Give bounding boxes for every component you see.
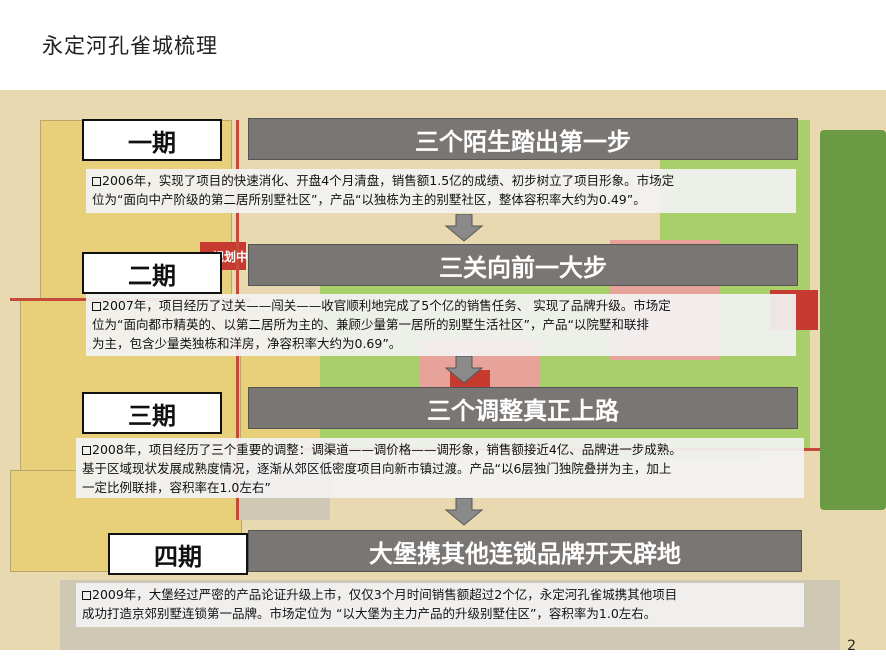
square-bullet-icon bbox=[92, 177, 101, 186]
square-bullet-icon bbox=[82, 446, 91, 455]
desc-line: 2007年，项目经历了过关——闯关——收官顺利地完成了5个亿的销售任务、 实现了… bbox=[102, 298, 671, 313]
phase-2-banner: 三关向前一大步 bbox=[248, 244, 798, 286]
slide-title: 永定河孔雀城梳理 bbox=[42, 34, 218, 58]
phase-3-description: 2008年，项目经历了三个重要的调整：调渠道——调价格——调形象，销售额接近4亿… bbox=[76, 438, 804, 498]
desc-line: 位为“面向都市精英的、以第二居所为主的、兼顾少量第一居所的别墅生活社区”，产品“… bbox=[92, 317, 649, 332]
desc-line: 2008年，项目经历了三个重要的调整：调渠道——调价格——调形象，销售额接近4亿… bbox=[92, 442, 682, 457]
phase-3-label: 三期 bbox=[82, 392, 222, 434]
phase-2-label: 二期 bbox=[82, 252, 222, 294]
phase-1-banner: 三个陌生踏出第一步 bbox=[248, 118, 798, 160]
desc-line: 成功打造京郊别墅连锁第一品牌。市场定位为 “以大堡为主力产品的升级别墅住区”，容… bbox=[82, 606, 657, 621]
desc-line: 为主，包含少量类独栋和洋房，净容积率大约为0.69”。 bbox=[92, 336, 402, 351]
phase-1-description: 2006年，实现了项目的快速消化、开盘4个月清盘，销售额1.5亿的成绩、初步树立… bbox=[86, 169, 796, 213]
down-arrow-icon bbox=[444, 214, 484, 242]
phase-4-label: 四期 bbox=[108, 533, 248, 575]
phase-4-banner: 大堡携其他连锁品牌开天辟地 bbox=[248, 530, 802, 572]
page-number: 2 bbox=[847, 638, 856, 654]
phase-3-banner: 三个调整真正上路 bbox=[248, 387, 798, 429]
phase-1-label: 一期 bbox=[82, 119, 222, 161]
down-arrow-icon bbox=[444, 356, 484, 384]
down-arrow-icon bbox=[444, 498, 484, 526]
desc-line: 基于区域现状发展成熟度情况，逐渐从郊区低密度项目向新市镇过渡。产品“以6层独门独… bbox=[82, 461, 672, 476]
square-bullet-icon bbox=[92, 302, 101, 311]
phase-2-description: 2007年，项目经历了过关——闯关——收官顺利地完成了5个亿的销售任务、 实现了… bbox=[86, 294, 796, 356]
desc-line: 2006年，实现了项目的快速消化、开盘4个月清盘，销售额1.5亿的成绩、初步树立… bbox=[102, 173, 675, 188]
desc-line: 2009年，大堡经过严密的产品论证升级上市，仅仅3个月时间销售额超过2个亿，永定… bbox=[92, 587, 678, 602]
phase-4-description: 2009年，大堡经过严密的产品论证升级上市，仅仅3个月时间销售额超过2个亿，永定… bbox=[76, 583, 804, 627]
desc-line: 一定比例联排，容积率在1.0左右” bbox=[82, 480, 271, 495]
square-bullet-icon bbox=[82, 591, 91, 600]
desc-line: 位为“面向中产阶级的第二居所别墅社区”，产品“以独栋为主的别墅社区，整体容积率大… bbox=[92, 192, 646, 207]
